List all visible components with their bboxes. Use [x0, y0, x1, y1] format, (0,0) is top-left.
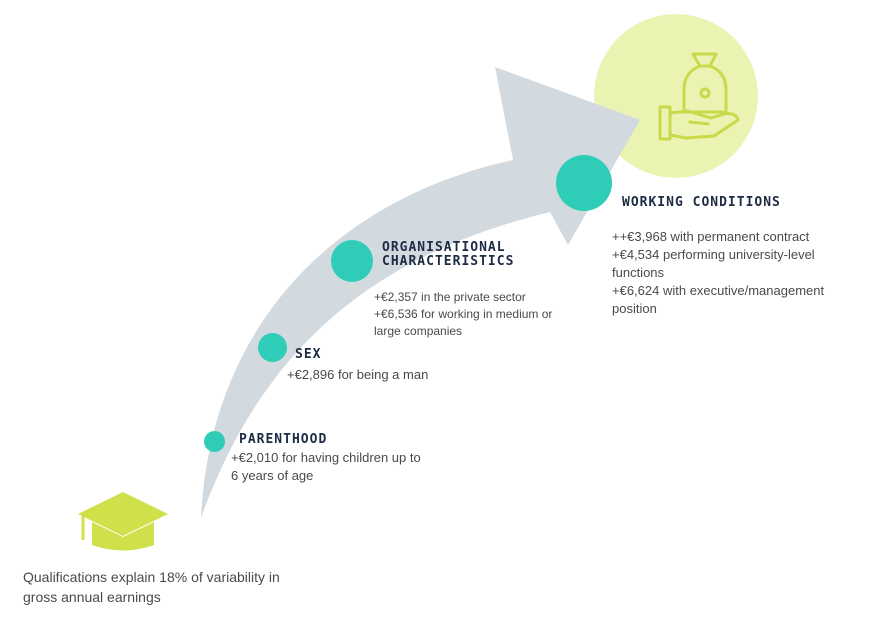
parenthood-details: +€2,010 for having children up to 6 year… [231, 449, 481, 485]
qualifications-caption: Qualifications explain 18% of variabilit… [23, 569, 280, 605]
sex-line-1: +€2,896 for being a man [287, 367, 429, 382]
parenthood-line-1: +€2,010 for having children up to [231, 450, 421, 465]
organisational-line-1: +€2,357 in the private sector [374, 290, 526, 304]
parenthood-dot [204, 431, 225, 452]
organisational-heading: ORGANISATIONAL CHARACTERISTICS [382, 240, 515, 269]
working-conditions-dot [556, 155, 612, 211]
organisational-dot [331, 240, 373, 282]
sex-heading: SEX [295, 347, 322, 362]
working-conditions-heading: WORKING CONDITIONS [622, 195, 781, 210]
working-line-1: ++€3,968 with permanent contract [612, 229, 810, 244]
graduation-cap-icon [78, 492, 168, 551]
sex-details: +€2,896 for being a man [287, 366, 487, 384]
money-bag-hand-icon [658, 52, 740, 141]
working-line-5: position [612, 301, 657, 316]
working-line-3: functions [612, 265, 665, 280]
organisational-line-3: large companies [374, 324, 463, 338]
growth-arrow [201, 67, 640, 518]
working-conditions-details: ++€3,968 with permanent contract +€4,534… [612, 228, 877, 318]
organisational-details: +€2,357 in the private sector +€6,536 fo… [374, 289, 604, 340]
parenthood-heading: PARENTHOOD [239, 432, 328, 447]
sex-dot [258, 333, 287, 362]
working-line-4: +€6,624 with executive/management [612, 283, 825, 298]
working-line-2: +€4,534 performing university-level [612, 247, 815, 262]
parenthood-line-2: 6 years of age [231, 468, 314, 483]
organisational-line-2: +€6,536 for working in medium or [374, 307, 553, 321]
